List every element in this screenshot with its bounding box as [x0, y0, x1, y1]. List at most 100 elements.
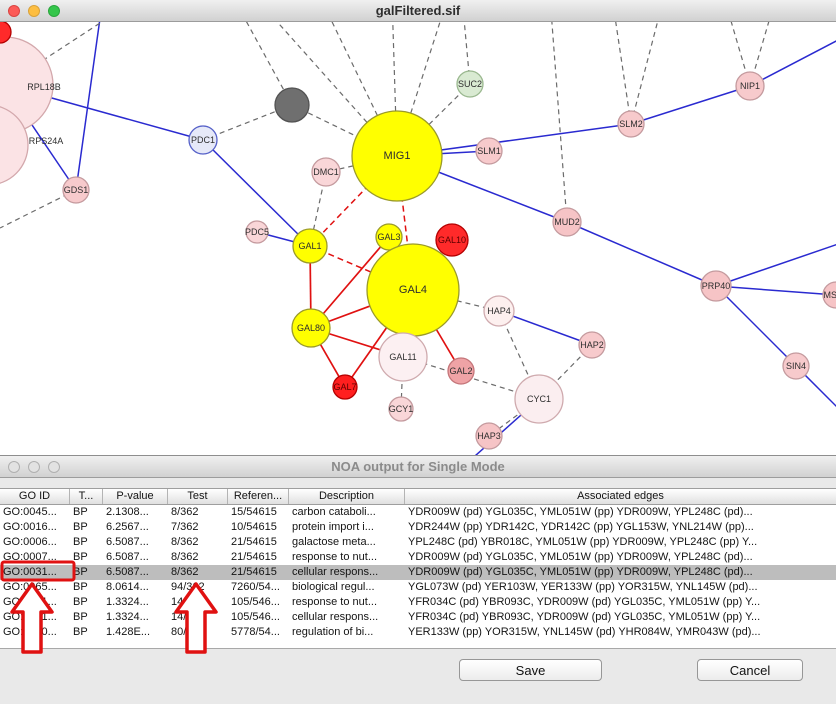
- network-window-titlebar[interactable]: galFiltered.sif: [0, 0, 836, 22]
- node-SLM1[interactable]: [475, 137, 503, 165]
- column-header-test[interactable]: Test: [168, 489, 228, 504]
- node-GAL1[interactable]: [292, 228, 328, 264]
- node-SLM2[interactable]: [617, 110, 645, 138]
- graph-edge[interactable]: [498, 310, 540, 400]
- column-header-description[interactable]: Description: [289, 489, 405, 504]
- node-SUC2[interactable]: [456, 70, 484, 98]
- close-button[interactable]: [8, 461, 20, 473]
- graph-edge[interactable]: [75, 22, 103, 191]
- cell-type: BP: [73, 566, 88, 578]
- node-GAL7[interactable]: [332, 374, 358, 400]
- cell-description: galactose meta...: [292, 536, 376, 548]
- cell-description: response to nut...: [292, 596, 377, 608]
- node-GCY1[interactable]: [388, 396, 414, 422]
- node-DMC1[interactable]: [311, 157, 341, 187]
- node-label-MSN5: MSN5: [823, 290, 836, 300]
- column-header-reference[interactable]: Referen...: [228, 489, 289, 504]
- node-MSN5[interactable]: [822, 281, 836, 309]
- column-header-type[interactable]: T...: [70, 489, 103, 504]
- node-SIN4[interactable]: [782, 352, 810, 380]
- graph-edge[interactable]: [310, 236, 390, 329]
- close-button[interactable]: [8, 5, 20, 17]
- traffic-lights: [8, 5, 60, 17]
- cell-test: 8/362: [171, 506, 199, 518]
- cell-type: BP: [73, 581, 88, 593]
- cell-go_id: GO:0006...: [3, 536, 57, 548]
- node-HAP4[interactable]: [483, 295, 515, 327]
- node-label-HAP4: HAP4: [487, 306, 511, 316]
- graph-edge[interactable]: [630, 85, 751, 125]
- cell-p_value: 1.428E...: [106, 626, 151, 638]
- node-GAL2[interactable]: [447, 357, 475, 385]
- save-button[interactable]: Save: [459, 659, 602, 681]
- graph-edge[interactable]: [630, 22, 664, 125]
- node-CYC1[interactable]: [514, 374, 564, 424]
- cell-reference: 21/54615: [231, 566, 277, 578]
- node-NIP1[interactable]: [735, 71, 765, 101]
- graph-edge[interactable]: [715, 285, 797, 367]
- node-HAP2[interactable]: [578, 331, 606, 359]
- graph-edge[interactable]: [233, 22, 293, 106]
- node-label-GAL4: GAL4: [399, 284, 427, 296]
- cell-type: BP: [73, 506, 88, 518]
- node-PDC1[interactable]: [188, 125, 218, 155]
- node-MUD2[interactable]: [552, 207, 582, 237]
- graph-edge[interactable]: [715, 242, 836, 287]
- node-GAL80[interactable]: [291, 308, 331, 348]
- cell-p_value: 6.5087...: [106, 551, 149, 563]
- graph-edge[interactable]: [612, 22, 632, 125]
- column-header-go_id[interactable]: GO ID: [0, 489, 70, 504]
- noa-window-titlebar[interactable]: NOA output for Single Mode: [0, 456, 836, 478]
- node-GAL10[interactable]: [435, 223, 469, 257]
- graph-edge[interactable]: [202, 139, 311, 247]
- cell-test: 80/362: [171, 626, 205, 638]
- graph-edge[interactable]: [498, 310, 593, 346]
- cell-reference: 5778/54...: [231, 626, 280, 638]
- node-PDC5[interactable]: [245, 220, 269, 244]
- minimize-button[interactable]: [28, 461, 40, 473]
- node-dark[interactable]: [274, 87, 310, 123]
- column-header-p_value[interactable]: P-value: [103, 489, 168, 504]
- cell-go_id: GO:0045...: [3, 506, 57, 518]
- graph-edge[interactable]: [749, 22, 776, 87]
- graph-edge[interactable]: [749, 38, 836, 87]
- cancel-button[interactable]: Cancel: [697, 659, 803, 681]
- zoom-button[interactable]: [48, 461, 60, 473]
- graph-edge[interactable]: [550, 22, 568, 223]
- cell-associated_edges: YPL248C (pd) YBR018C, YML051W (pp) YDR00…: [408, 536, 758, 548]
- graph-edge[interactable]: [396, 83, 471, 157]
- zoom-button[interactable]: [48, 5, 60, 17]
- node-label-GCY1: GCY1: [389, 404, 414, 414]
- node-PRP40[interactable]: [700, 270, 732, 302]
- cell-associated_edges: YFR034C (pd) YBR093C, YDR009W (pd) YGL03…: [408, 611, 761, 623]
- graph-edge[interactable]: [715, 285, 836, 296]
- node-GAL11[interactable]: [378, 332, 428, 382]
- cell-type: BP: [73, 551, 88, 563]
- graph-edge[interactable]: [291, 104, 398, 157]
- graph-edge[interactable]: [566, 221, 717, 287]
- graph-edge[interactable]: [202, 104, 293, 141]
- graph-edge[interactable]: [724, 22, 751, 87]
- node-RPS24A[interactable]: [0, 105, 29, 185]
- node-GDS1[interactable]: [62, 176, 90, 204]
- node-HAP3[interactable]: [475, 422, 503, 450]
- cell-associated_edges: YGL073W (pd) YER103W, YER133W (pp) YOR31…: [408, 581, 758, 593]
- column-header-associated_edges[interactable]: Associated edges: [577, 490, 664, 502]
- node-MIG1[interactable]: [351, 110, 443, 202]
- node-rednode[interactable]: [0, 22, 12, 44]
- node-label-GAL1: GAL1: [298, 241, 321, 251]
- cell-type: BP: [73, 536, 88, 548]
- minimize-button[interactable]: [28, 5, 40, 17]
